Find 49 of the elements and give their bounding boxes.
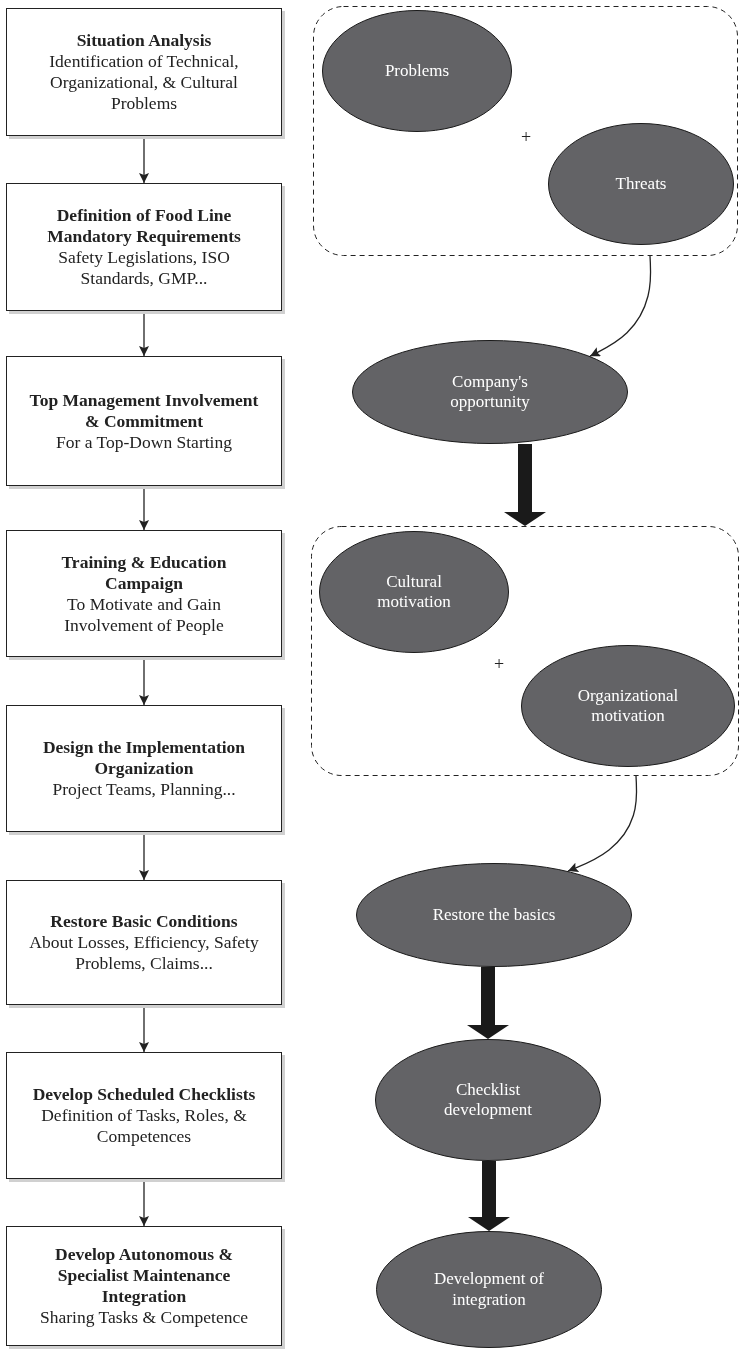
box-text: Project Teams, Planning... — [52, 779, 236, 800]
ellipse-label: Checklist development — [443, 1079, 533, 1121]
arrow — [567, 775, 638, 872]
ellipse-node — [352, 340, 628, 444]
ellipse-label: Restore the basics — [432, 904, 556, 926]
ellipse-label: Threats — [615, 173, 667, 195]
ellipse-label: Problems — [384, 60, 450, 82]
ellipse-node — [356, 863, 632, 967]
box-heading: Develop Autonomous & Specialist Maintenance Integration — [54, 1244, 234, 1307]
process-box — [6, 183, 282, 311]
process-box — [6, 1052, 282, 1179]
block-arrow — [468, 1161, 510, 1231]
process-box — [6, 356, 282, 486]
dashed-group-frame — [311, 526, 739, 776]
process-box — [6, 705, 282, 832]
ellipse-node — [521, 645, 735, 767]
box-heading: Design the Implementation Organization — [41, 737, 247, 779]
ellipse-node — [319, 531, 509, 653]
arrow — [589, 255, 652, 357]
process-box — [6, 1226, 282, 1346]
ellipse-label: Development of integration — [433, 1269, 545, 1310]
box-text: Definition of Tasks, Roles, & Competences — [40, 1105, 248, 1147]
box-heading: Definition of Food Line Mandatory Requirements — [46, 205, 242, 247]
ellipse-label: Cultural motivation — [376, 571, 452, 613]
box-heading: Situation Analysis — [76, 30, 212, 51]
dashed-group-frame — [313, 6, 738, 256]
block-arrow — [504, 444, 546, 526]
process-box — [6, 8, 282, 136]
process-box — [6, 530, 282, 657]
box-text: For a Top-Down Starting — [56, 431, 232, 453]
box-text: Sharing Tasks & Competence — [40, 1307, 248, 1328]
plus-sign: + — [521, 127, 532, 148]
box-heading: Training & Education Campaign — [60, 551, 228, 594]
ellipse-label: Organizational motivation — [576, 685, 680, 727]
ellipse-node — [548, 123, 734, 245]
process-box — [6, 880, 282, 1005]
ellipse-label: Company's opportunity — [449, 371, 531, 413]
box-text: Safety Legislations, ISO Standards, GMP... — [57, 247, 231, 289]
box-text: Identification of Technical, Organizational, & Cultural Problems — [48, 51, 240, 114]
ellipse-node — [322, 10, 512, 132]
box-text: To Motivate and Gain Involvement of People — [63, 593, 225, 636]
box-heading: Top Management Involvement & Commitment — [28, 389, 260, 432]
box-text: About Losses, Efficiency, Safety Problems, Claims... — [28, 932, 260, 974]
block-arrow — [467, 967, 509, 1039]
plus-sign: + — [494, 654, 505, 675]
box-heading: Restore Basic Conditions — [50, 911, 238, 932]
ellipse-node — [376, 1231, 602, 1348]
ellipse-node — [375, 1039, 601, 1161]
box-heading: Develop Scheduled Checklists — [32, 1084, 256, 1105]
